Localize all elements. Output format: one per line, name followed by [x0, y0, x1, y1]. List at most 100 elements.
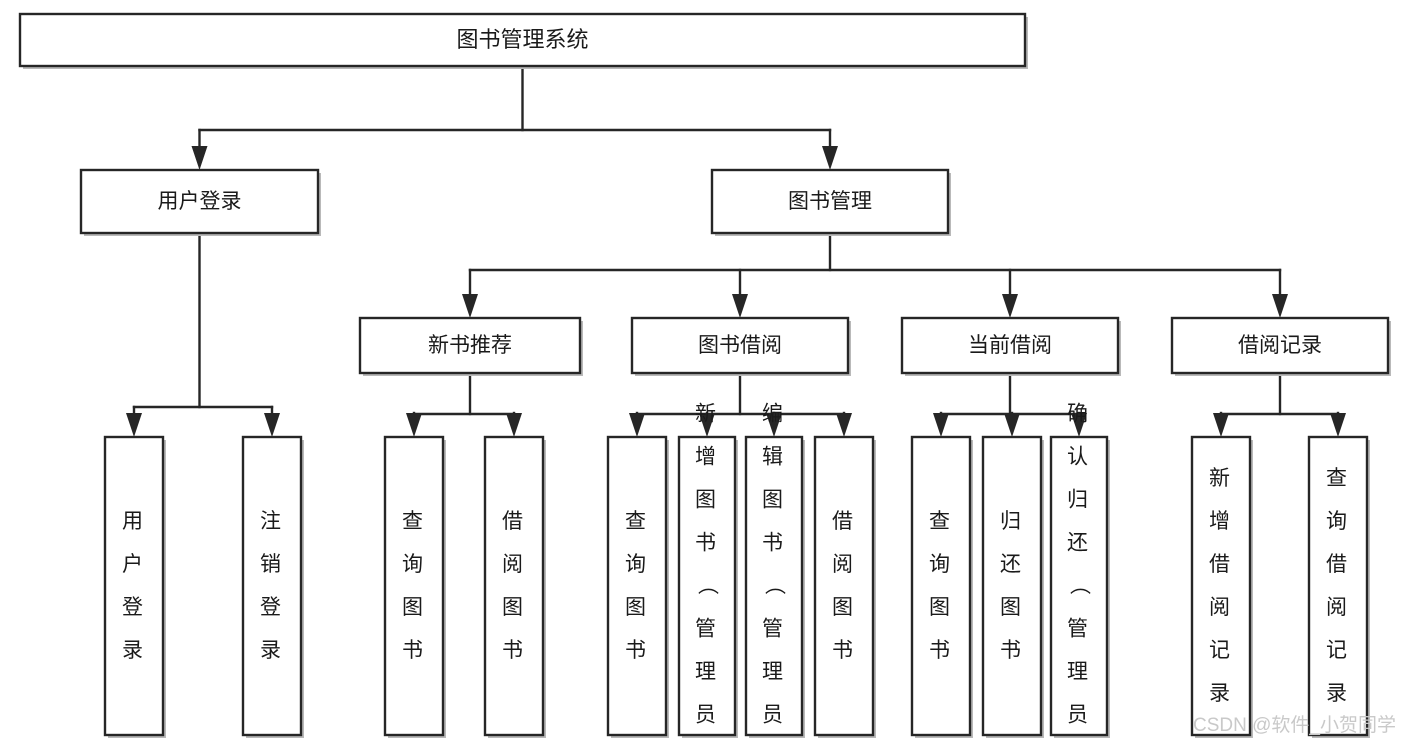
leaf-label-char: 新 [1209, 467, 1233, 490]
leaf-label-char: 借 [1209, 553, 1233, 576]
leaf-vertical-label: 用户登录 [122, 510, 146, 662]
arrow-head-icon [699, 413, 715, 437]
leaf-label-char: 录 [1209, 682, 1233, 705]
level3-node-1[interactable]: 新书推荐 [358, 316, 583, 376]
leaf-label-char: 归 [1067, 489, 1091, 512]
node-label: 用户登录 [158, 190, 242, 213]
leaf-label-char: 图 [1000, 596, 1024, 619]
arrow-head-icon [1002, 294, 1018, 318]
leaf-label-char: 户 [122, 553, 146, 576]
leaf-label-char: 管 [762, 618, 786, 641]
arrow-head-icon [126, 413, 142, 437]
leaf-label-char: 借 [1326, 553, 1350, 576]
arrow-head-icon [264, 413, 280, 437]
leaf-label-char: 录 [122, 639, 146, 662]
arrow-head-icon [1330, 413, 1346, 437]
node-label: 借阅记录 [1238, 334, 1322, 357]
leaf-label-char: 编 [762, 403, 786, 426]
arrow-head-icon [1004, 413, 1020, 437]
leaf-label-char: 增 [695, 446, 719, 469]
root-node-book-management-system[interactable]: 图书管理系统 [18, 12, 1028, 69]
arrow-head-icon [191, 146, 208, 170]
level3-node-3[interactable]: 当前借阅 [900, 316, 1121, 376]
leaf-label-char: 辑 [762, 446, 786, 469]
leaf-label-char: 借 [502, 510, 526, 533]
level2-node-1[interactable]: 用户登录 [79, 168, 321, 236]
arrow-head-icon [732, 294, 748, 318]
leaf-label-char: 询 [625, 553, 649, 576]
leaf-label-char: 询 [1326, 510, 1350, 533]
leaf-label-char: 阅 [1326, 596, 1350, 619]
arrow-head-icon [1272, 294, 1288, 318]
leaf-label-char: 管 [1067, 618, 1091, 641]
leaf-label-char: 新 [695, 403, 719, 426]
leaf-label-char: 还 [1000, 553, 1024, 576]
node-label: 图书管理系统 [456, 27, 588, 52]
leaf-label-char: 注 [260, 510, 284, 533]
level2-node-2[interactable]: 图书管理 [710, 168, 951, 236]
leaf-label-char: 书 [625, 639, 649, 662]
leaf-label-char: 阅 [502, 553, 526, 576]
leaf-label-char: 查 [402, 510, 426, 533]
leaf-label-char: 录 [260, 639, 284, 662]
arrow-head-icon [1213, 413, 1229, 437]
leaf-label-char: 记 [1209, 639, 1233, 662]
leaf-label-char: 登 [122, 596, 146, 619]
leaf-label-char: 书 [832, 639, 856, 662]
leaf-label-char: （ [763, 574, 786, 598]
leaf-label-char: 认 [1067, 446, 1091, 469]
arrow-head-icon [1071, 413, 1087, 437]
leaf-label-char: 书 [502, 639, 526, 662]
node-label: 图书管理 [788, 190, 872, 213]
leaf-label-char: 书 [402, 639, 426, 662]
leaf-label-char: 询 [929, 553, 953, 576]
csdn-watermark: CSDN @软件_小贺同学 [1193, 714, 1396, 736]
leaf-label-char: 销 [260, 553, 284, 576]
leaf-node-1[interactable]: 用户登录 [103, 435, 166, 738]
leaf-label-char: 书 [762, 532, 786, 555]
leaf-label-char: 查 [625, 510, 649, 533]
leaf-label-char: 借 [832, 510, 856, 533]
leaf-label-char: 确 [1067, 403, 1091, 426]
arrow-head-icon [766, 413, 782, 437]
leaf-label-char: 还 [1067, 532, 1091, 555]
leaf-label-char: 图 [929, 596, 953, 619]
leaf-label-char: 理 [1067, 661, 1091, 684]
node-boxes-group: 图书管理系统用户登录图书管理新书推荐图书借阅当前借阅借阅记录用户登录注销登录查询… [18, 12, 1391, 747]
arrow-head-icon [933, 413, 949, 437]
leaf-label-char: 图 [832, 596, 856, 619]
leaf-label-char: 图 [762, 489, 786, 512]
connector-lines-group [126, 64, 1346, 437]
leaf-label-char: 理 [695, 661, 719, 684]
leaf-label-char: 员 [762, 704, 786, 727]
level3-node-4[interactable]: 借阅记录 [1170, 316, 1391, 376]
leaf-label-char: 阅 [1209, 596, 1233, 619]
leaf-label-char: 记 [1326, 639, 1350, 662]
level3-node-2[interactable]: 图书借阅 [630, 316, 851, 376]
leaf-label-char: 阅 [832, 553, 856, 576]
node-label: 当前借阅 [968, 334, 1052, 357]
leaf-label-char: 录 [1326, 682, 1350, 705]
leaf-label-char: 询 [402, 553, 426, 576]
